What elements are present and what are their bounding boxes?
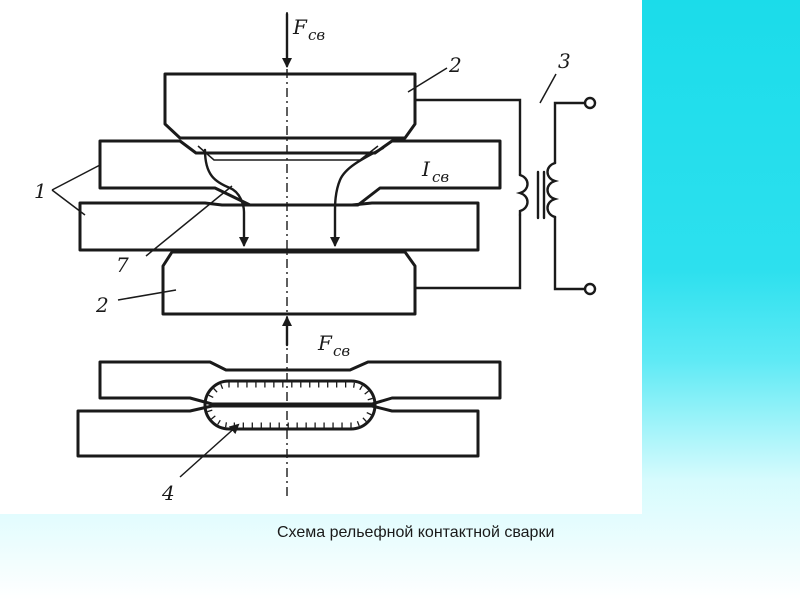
secondary-wire-top xyxy=(553,101,587,165)
leader-1-lower xyxy=(51,189,86,216)
label-part-2-top: 2 xyxy=(448,53,462,77)
upper-sheet xyxy=(98,139,502,207)
nugget-hatch-tick xyxy=(207,409,213,413)
secondary-wire-bottom xyxy=(553,215,587,291)
nugget-hatch-tick xyxy=(367,397,373,401)
nugget-hatch-tick xyxy=(366,412,372,416)
leader-2-bottom xyxy=(117,289,177,301)
nugget-hatch-tick xyxy=(224,422,228,428)
leader-4 xyxy=(179,423,240,478)
current-path-left xyxy=(203,148,249,247)
terminal-bottom xyxy=(583,282,597,296)
leader-3 xyxy=(539,73,557,104)
svg-text:F: F xyxy=(292,15,308,39)
leader-2-top xyxy=(407,67,448,93)
label-force-top: F cв xyxy=(292,15,325,44)
welded-lower-plate xyxy=(76,404,480,458)
nugget-hatch-tick xyxy=(362,417,367,422)
label-current: I cв xyxy=(421,157,449,186)
leader-7 xyxy=(145,185,233,257)
slide-caption: Схема рельефной контактной сварки xyxy=(277,524,555,541)
nugget-hatch-tick xyxy=(364,390,370,395)
lower-sheet xyxy=(78,201,480,252)
nugget-hatch-tick xyxy=(208,394,214,398)
label-part-4: 4 xyxy=(161,481,175,505)
label-part-2-bottom: 2 xyxy=(95,293,109,317)
svg-text:cв: cв xyxy=(333,342,350,360)
label-part-1: 1 xyxy=(34,179,47,203)
svg-text:I: I xyxy=(421,157,431,181)
terminal-top xyxy=(583,96,597,110)
diagram-panel: F cв F cв I cв 1 2 2 3 4 7 xyxy=(34,12,597,505)
leader-1-upper xyxy=(51,164,101,191)
current-path-right xyxy=(330,146,385,247)
svg-text:cв: cв xyxy=(308,26,325,44)
nugget-hatch-tick xyxy=(359,385,363,391)
weld-nugget xyxy=(203,379,377,431)
circuit-wire-top xyxy=(413,98,522,177)
upper-electrode xyxy=(163,72,417,140)
transformer-primary-coil xyxy=(515,173,529,217)
circuit-wire-bottom xyxy=(413,213,522,290)
transformer-secondary-coil xyxy=(546,161,560,219)
label-part-7: 7 xyxy=(116,253,129,277)
nugget-hatch-tick xyxy=(352,382,356,388)
label-force-bottom: F cв xyxy=(317,331,350,360)
svg-text:cв: cв xyxy=(432,168,449,186)
label-part-3: 3 xyxy=(558,49,571,73)
nugget-hatch-tick xyxy=(220,383,224,389)
lower-electrode xyxy=(161,250,417,316)
svg-text:F: F xyxy=(317,331,333,355)
nugget-hatch-tick xyxy=(210,415,216,420)
welding-scheme-diagram: F cв F cв I cв 1 2 2 3 4 7 xyxy=(34,12,597,505)
welded-upper-plate xyxy=(98,360,502,406)
nugget-hatch-tick xyxy=(213,388,218,393)
nugget-hatch-tick xyxy=(217,419,221,425)
nugget-hatch-tick xyxy=(356,421,360,427)
nugget-hatching xyxy=(206,382,374,428)
